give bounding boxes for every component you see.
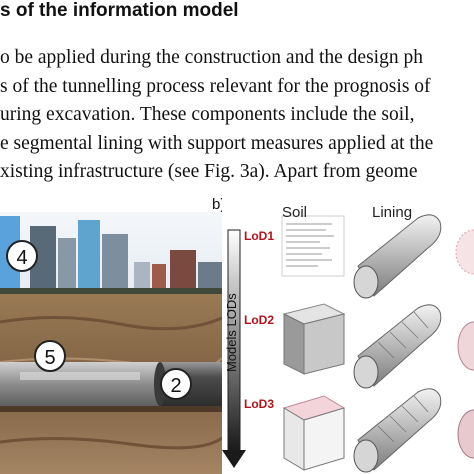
figure-panel-b-lod-grid bbox=[222, 196, 474, 474]
body-line-4: e segmental lining with support measures… bbox=[0, 132, 434, 154]
lod-label-3: LoD3 bbox=[244, 397, 274, 411]
lod-axis-label: Models LODs bbox=[224, 293, 239, 372]
lod-label-1: LoD1 bbox=[244, 229, 274, 243]
lod-label-2: LoD2 bbox=[244, 313, 274, 327]
column-header-soil: Soil bbox=[282, 204, 308, 221]
body-paragraph: o be applied during the construction and… bbox=[0, 44, 474, 187]
figure-panel-a-tunnel-scene: 4 5 2 bbox=[0, 212, 222, 474]
body-line-3: uring excavation. These components inclu… bbox=[0, 104, 415, 125]
callout-marker-2: 2 bbox=[160, 368, 192, 400]
body-line-2: s of the tunnelling process relevant for… bbox=[0, 75, 431, 97]
callout-marker-4: 4 bbox=[6, 240, 38, 272]
column-header-lining: Lining bbox=[372, 204, 413, 221]
body-line-5: xisting infrastructure (see Fig. 3a). Ap… bbox=[0, 161, 418, 182]
body-line-1: o be applied during the construction and… bbox=[0, 47, 423, 68]
section-heading: s of the information model bbox=[0, 0, 239, 21]
lod-models-illustration bbox=[222, 214, 474, 473]
callout-marker-5: 5 bbox=[34, 340, 66, 372]
